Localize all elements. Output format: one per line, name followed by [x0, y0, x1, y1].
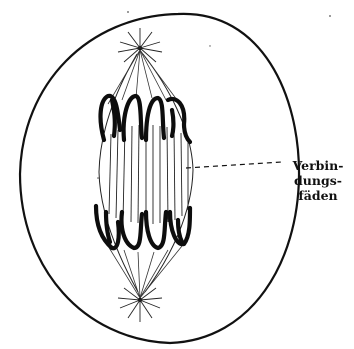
- upper-aster: [118, 28, 162, 62]
- label-line-1: Verbin-: [284, 158, 352, 173]
- label-line-2: dungs-: [284, 173, 352, 188]
- callout-leader-line: [186, 162, 282, 168]
- cell-membrane: [20, 14, 299, 343]
- chromosomes-upper: [101, 96, 190, 142]
- spindle-fibers-upper: [108, 50, 180, 104]
- label-line-3: fäden: [284, 188, 352, 203]
- connecting-fibers: [109, 125, 188, 224]
- chromosomes-lower: [96, 206, 190, 248]
- connecting-fibers-label: Verbin- dungs- fäden: [284, 158, 352, 203]
